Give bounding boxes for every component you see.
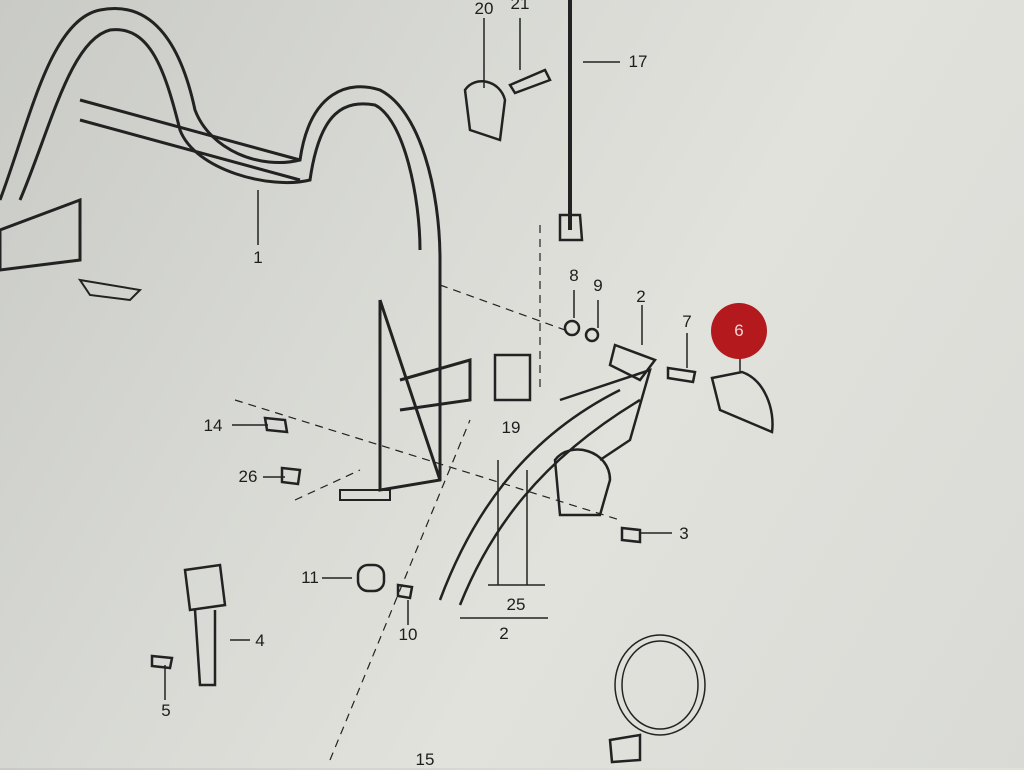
callout-10[interactable]: 10	[398, 625, 418, 644]
callout-19[interactable]: 19	[501, 418, 521, 437]
callout-5[interactable]: 5	[161, 701, 171, 720]
callout-8[interactable]: 8	[569, 266, 579, 285]
callout-2[interactable]: 2	[636, 287, 646, 306]
callout-21[interactable]: 21	[510, 0, 530, 13]
highlight-marker-label: 6	[734, 321, 744, 340]
callout-7[interactable]: 7	[682, 312, 692, 331]
callout-1[interactable]: 1	[253, 248, 263, 267]
callout-14[interactable]: 14	[203, 416, 223, 435]
roll-bar-frame	[0, 7, 472, 501]
seat-belt-parts	[150, 0, 774, 764]
callout-3[interactable]: 3	[679, 524, 689, 543]
callout-26[interactable]: 26	[238, 467, 258, 486]
callout-11[interactable]: 11	[301, 568, 319, 587]
callout-4[interactable]: 4	[255, 631, 265, 650]
highlight-marker-6[interactable]: 6	[711, 303, 767, 359]
callout-15[interactable]: 15	[415, 750, 435, 769]
callout-25[interactable]: 25	[506, 595, 526, 614]
callout-20[interactable]: 20	[474, 0, 494, 18]
callout-17[interactable]: 17	[628, 52, 648, 71]
callout-2-lower[interactable]: 2	[499, 624, 509, 643]
callout-9[interactable]: 9	[593, 276, 603, 295]
